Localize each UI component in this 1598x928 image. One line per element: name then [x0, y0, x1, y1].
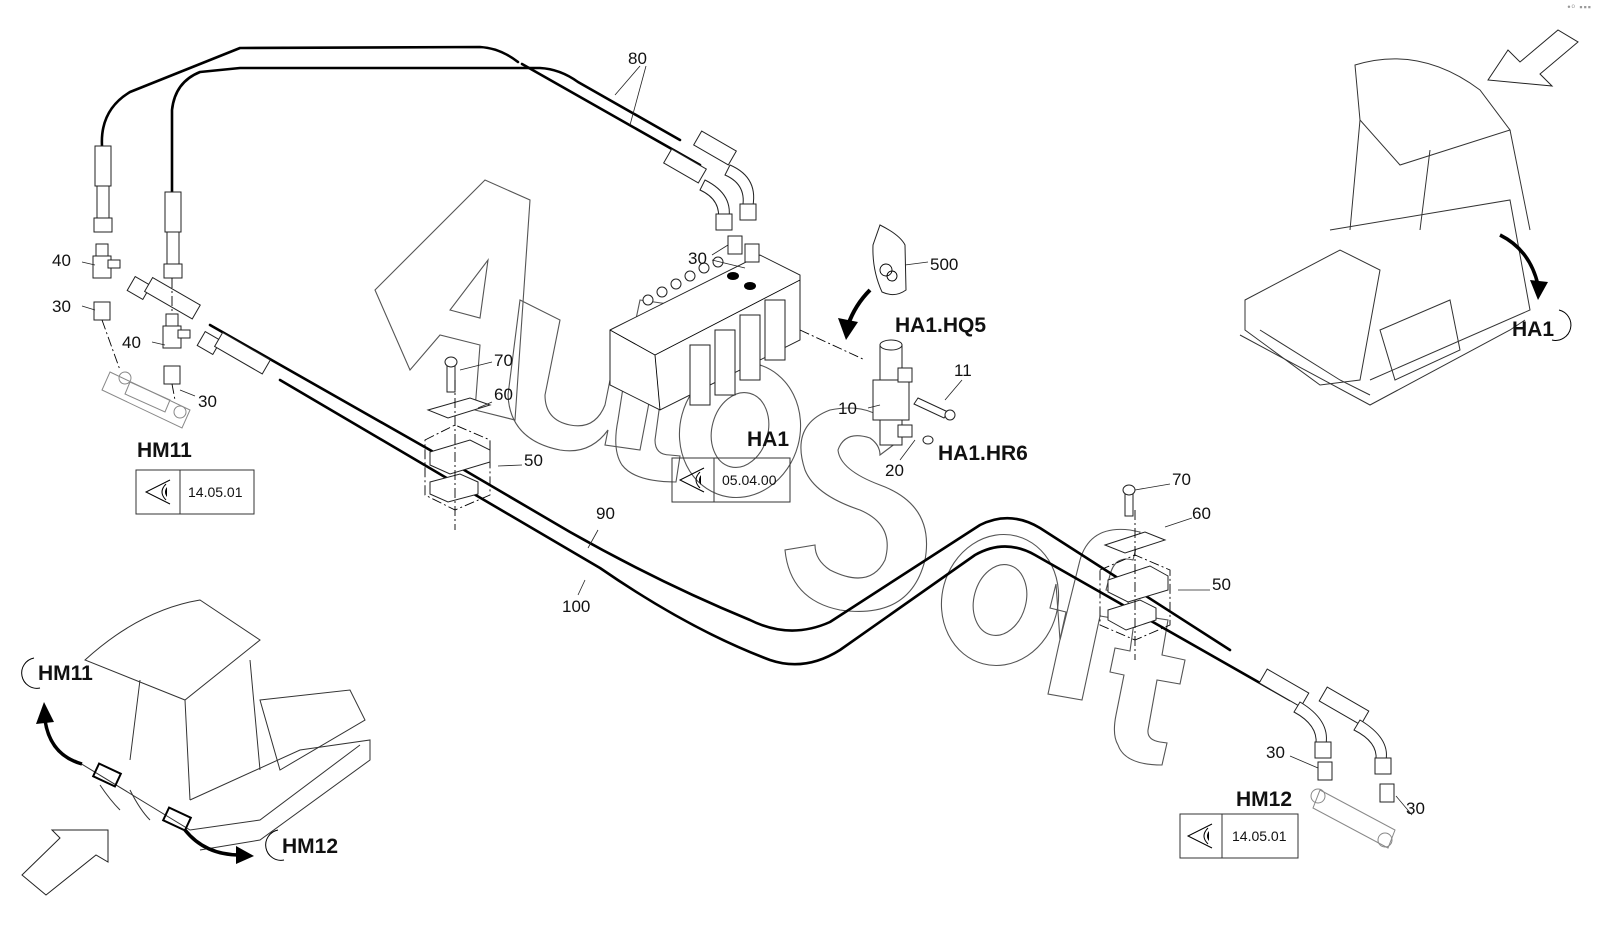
- callout-10: 10: [838, 399, 857, 418]
- corner-mark: •ᵒ ▪▪▪: [1567, 2, 1592, 12]
- reference-page: 14.05.01: [1232, 828, 1287, 844]
- left-hose-ends: [93, 145, 271, 375]
- callout-30-right-right: 30: [1406, 799, 1425, 818]
- solenoid-valve: [872, 339, 956, 446]
- view-direction-arrow-icon: [21, 829, 109, 896]
- reference-hm11[interactable]: HM11 14.05.01: [135, 439, 255, 515]
- callout-30-valve: 30: [688, 249, 707, 268]
- reference-hm12[interactable]: HM12 14.05.01: [1179, 788, 1299, 859]
- callout-40-lower: 40: [122, 333, 141, 352]
- clamp-assembly-left: [424, 356, 492, 530]
- callout-60-right: 60: [1192, 504, 1211, 523]
- reference-page: 14.05.01: [188, 484, 243, 500]
- view-eye-icon: [678, 467, 705, 493]
- overview-paver-top-right: HA1: [1239, 29, 1579, 406]
- callout-30-right-left: 30: [1266, 743, 1285, 762]
- callout-40-upper: 40: [52, 251, 71, 270]
- cylinder-hm12: [1310, 761, 1396, 849]
- callout-30-upper: 30: [52, 297, 71, 316]
- hose-right-ends: [1258, 668, 1392, 775]
- callout-80: 80: [628, 49, 647, 68]
- view-direction-arrow-icon: [1487, 29, 1579, 87]
- curved-arrow-icon: [1499, 233, 1540, 286]
- callout-20: 20: [885, 461, 904, 480]
- hose-80-upper: [100, 45, 702, 167]
- overview-marker-ha1: HA1: [1512, 318, 1554, 341]
- hose-80-lower: [170, 66, 682, 194]
- control-valve-block: [609, 235, 866, 411]
- left-tee-fittings: [92, 243, 191, 401]
- curved-arrow-icon: [183, 828, 241, 857]
- overview-marker-hm12: HM12: [282, 835, 338, 858]
- reference-id: HM12: [1236, 788, 1292, 811]
- reference-page: 05.04.00: [722, 472, 777, 488]
- callout-11: 11: [954, 361, 972, 380]
- view-eye-icon: [1186, 823, 1213, 849]
- callout-500: 500: [930, 255, 958, 274]
- curved-arrow-icon: [43, 719, 83, 766]
- leader-lines: [81, 65, 1413, 816]
- clamp-assembly-right: [1099, 484, 1171, 660]
- callout-100: 100: [562, 597, 590, 616]
- view-eye-icon: [144, 479, 171, 505]
- hose-100: [278, 378, 1292, 702]
- reference-id: HA1: [747, 428, 789, 451]
- overview-marker-hm11: HM11: [38, 662, 93, 685]
- label-ha1-hr6: HA1.HR6: [938, 442, 1028, 465]
- cylinder-hm11: [101, 371, 191, 429]
- callout-50-right: 50: [1212, 575, 1231, 594]
- callout-70-right: 70: [1172, 470, 1191, 489]
- reference-id: HM11: [137, 439, 192, 462]
- curved-arrow-icon: [838, 288, 872, 340]
- label-ha1-hq5: HA1.HQ5: [895, 314, 986, 337]
- hose-80-fittings: [662, 130, 757, 231]
- sealing-kit-bag: [872, 224, 907, 296]
- overview-paver-bottom-left: HM11 HM12: [21, 599, 371, 896]
- callout-60-left: 60: [494, 385, 513, 404]
- callout-90: 90: [596, 504, 615, 523]
- hose-90: [208, 323, 1232, 652]
- callout-30-lower: 30: [198, 392, 217, 411]
- callout-50-left: 50: [524, 451, 543, 470]
- reference-ha1[interactable]: HA1 05.04.00: [671, 428, 791, 503]
- callout-70-left: 70: [494, 351, 513, 370]
